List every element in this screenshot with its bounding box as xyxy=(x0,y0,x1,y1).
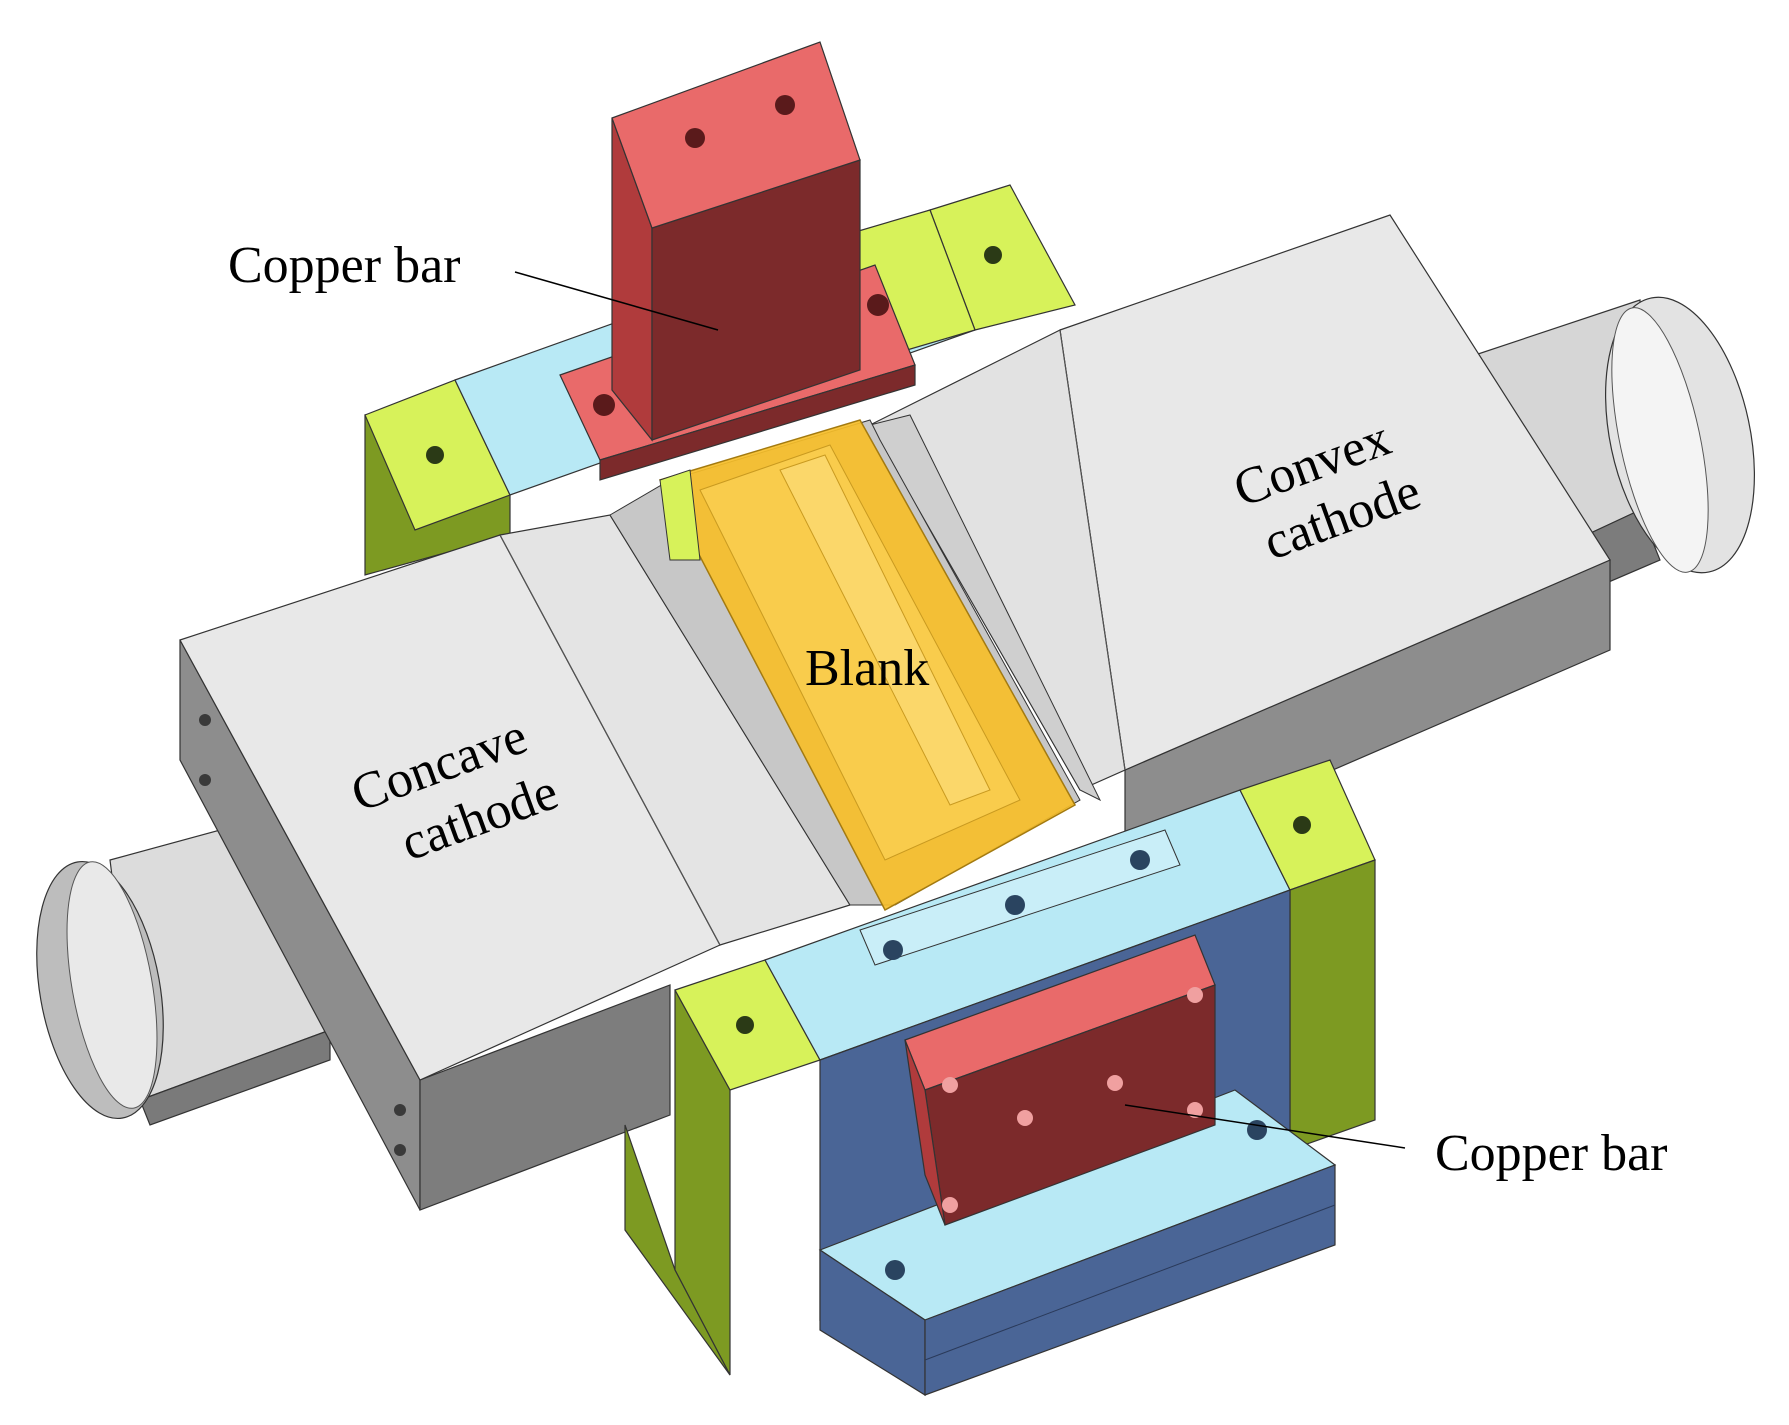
bolt-hole-icon xyxy=(984,246,1002,264)
bolt-hole-icon xyxy=(885,1260,905,1280)
bolt-hole-icon xyxy=(426,446,444,464)
copper-bar-top xyxy=(559,41,916,481)
bolt-hole-icon xyxy=(775,95,795,115)
bolt-hole-icon xyxy=(1130,850,1150,870)
bolt-hole-icon xyxy=(1107,1075,1123,1091)
left-shaft xyxy=(36,799,331,1126)
label-copper-bar-top: Copper bar xyxy=(228,237,460,294)
bolt-hole-icon xyxy=(593,394,615,416)
copper-bar-bottom xyxy=(904,934,1216,1226)
bolt-hole-icon xyxy=(1187,987,1203,1003)
bolt-hole-icon xyxy=(1187,1102,1203,1118)
convex-cathode xyxy=(869,214,1611,861)
leader-line-copper-bar-top xyxy=(514,271,719,331)
bolt-hole-icon xyxy=(867,294,889,316)
bolt-hole-icon xyxy=(1247,1120,1267,1140)
bolt-hole-icon xyxy=(883,940,903,960)
bolt-hole-icon xyxy=(736,1016,754,1034)
label-blank: Blank xyxy=(805,640,929,697)
bolt-hole-icon xyxy=(1005,895,1025,915)
concave-cathode xyxy=(179,514,851,1211)
bolt-hole-icon xyxy=(685,128,705,148)
bolt-hole-icon xyxy=(1017,1110,1033,1126)
label-copper-bar-bottom: Copper bar xyxy=(1435,1125,1667,1182)
bolt-hole-icon xyxy=(942,1197,958,1213)
blank xyxy=(609,419,1081,912)
bolt-hole-icon xyxy=(942,1077,958,1093)
leader-line-copper-bar-bottom xyxy=(1124,1104,1406,1149)
bolt-hole-icon xyxy=(1293,816,1311,834)
